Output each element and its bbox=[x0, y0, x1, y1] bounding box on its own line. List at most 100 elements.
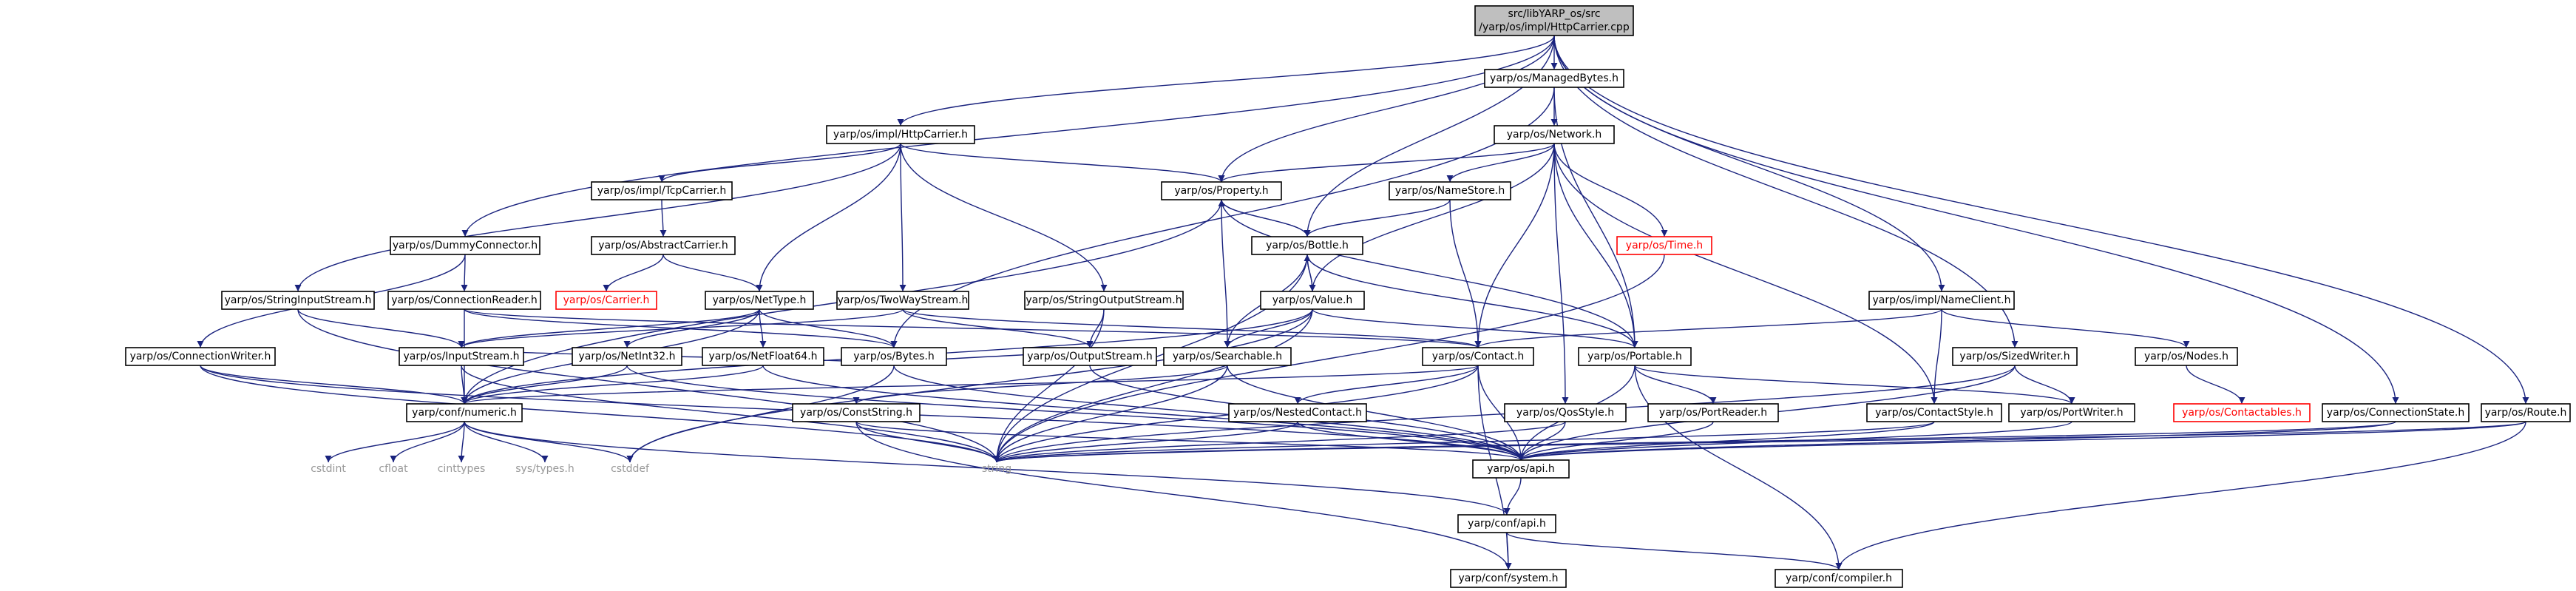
edge-arrow-n_network-to-n_time bbox=[1661, 230, 1668, 237]
edge-arrow-n_nameclient-to-n_nodes bbox=[2183, 341, 2190, 348]
node-property[interactable]: yarp/os/Property.h bbox=[1161, 181, 1282, 200]
edge-n_property-to-n_portable bbox=[1221, 199, 1636, 348]
node-string[interactable]: string bbox=[982, 463, 1011, 475]
node-namestore[interactable]: yarp/os/NameStore.h bbox=[1389, 181, 1511, 200]
edge-n_httpcarrier-to-n_twoway bbox=[900, 143, 904, 292]
node-label: yarp/os/PortReader.h bbox=[1659, 407, 1767, 419]
node-abstractcarrier[interactable]: yarp/os/AbstractCarrier.h bbox=[591, 236, 736, 255]
node-nettype[interactable]: yarp/os/NetType.h bbox=[705, 291, 814, 310]
edge-n_abstractcarrier-to-n_nettype bbox=[662, 254, 760, 292]
edge-n_nettype-to-n_inputstream bbox=[461, 308, 760, 348]
node-label: cfloat bbox=[379, 463, 408, 475]
node-conf-system[interactable]: yarp/conf/system.h bbox=[1450, 569, 1567, 588]
edge-arrow-n_value-to-n_portable bbox=[1631, 341, 1638, 348]
edge-arrow-n_contact-to-n_nestedcontact bbox=[1294, 397, 1301, 404]
node-cstdint[interactable]: cstdint bbox=[311, 463, 346, 475]
node-label: yarp/os/QosStyle.h bbox=[1516, 407, 1614, 419]
node-label: yarp/os/OutputStream.h bbox=[1027, 351, 1152, 362]
edge-n_network-to-n_qosstyle bbox=[1553, 143, 1566, 405]
edge-arrow-n_httpcarrier-to-n_stringinput bbox=[294, 285, 302, 291]
edge-arrow-n_tcpcarrier-to-n_abstractcarrier bbox=[660, 230, 667, 237]
edge-arrow-n_twoway-to-n_inputstream bbox=[458, 341, 465, 348]
node-portwriter[interactable]: yarp/os/PortWriter.h bbox=[2008, 403, 2135, 422]
node-impl-nameclient[interactable]: yarp/os/impl/NameClient.h bbox=[1868, 291, 2015, 310]
node-netint32[interactable]: yarp/os/NetInt32.h bbox=[572, 347, 682, 366]
edge-arrow-n_dummyconn-to-n_connreader bbox=[461, 285, 468, 291]
node-portable[interactable]: yarp/os/Portable.h bbox=[1578, 347, 1692, 366]
node-stringinputstream[interactable]: yarp/os/StringInputStream.h bbox=[221, 291, 375, 310]
node-netfloat64[interactable]: yarp/os/NetFloat64.h bbox=[702, 347, 824, 366]
node-time[interactable]: yarp/os/Time.h bbox=[1616, 236, 1712, 255]
edge-arrow-n_portable-to-n_portreader bbox=[1709, 397, 1717, 404]
node-bytes[interactable]: yarp/os/Bytes.h bbox=[841, 347, 947, 366]
edge-n_confnumeric-to-n_cfloat bbox=[393, 421, 465, 463]
node-label: yarp/os/impl/NameClient.h bbox=[1873, 294, 2011, 306]
node-label: yarp/os/Time.h bbox=[1626, 240, 1703, 251]
node-network[interactable]: yarp/os/Network.h bbox=[1494, 125, 1615, 144]
node-outputstream[interactable]: yarp/os/OutputStream.h bbox=[1023, 347, 1157, 366]
edge-n_property-to-n_searchable bbox=[1221, 199, 1228, 348]
node-label: yarp/os/Contact.h bbox=[1432, 351, 1525, 362]
node-searchable[interactable]: yarp/os/Searchable.h bbox=[1163, 347, 1292, 366]
node-cfloat[interactable]: cfloat bbox=[379, 463, 408, 475]
edge-n_nettype-to-n_netint32 bbox=[626, 308, 760, 348]
node-sizedwriter[interactable]: yarp/os/SizedWriter.h bbox=[1952, 347, 2078, 366]
node-connectionwriter[interactable]: yarp/os/ConnectionWriter.h bbox=[125, 347, 276, 366]
node-os-api[interactable]: yarp/os/api.h bbox=[1472, 459, 1570, 479]
edge-arrow-n_root-to-n_connstate bbox=[2392, 397, 2399, 404]
node-qosstyle[interactable]: yarp/os/QosStyle.h bbox=[1504, 403, 1627, 422]
edge-n_root-to-n_property bbox=[1221, 35, 1555, 183]
node-impl-tcpcarrier[interactable]: yarp/os/impl/TcpCarrier.h bbox=[591, 181, 733, 200]
edge-n_nestedcontact-to-n_osapi bbox=[1297, 421, 1522, 461]
node-bottle[interactable]: yarp/os/Bottle.h bbox=[1251, 236, 1363, 255]
node-conf-api[interactable]: yarp/conf/api.h bbox=[1457, 514, 1556, 533]
edge-n_twoway-to-n_contact bbox=[902, 308, 1479, 348]
edge-n_contact-to-n_nestedcontact bbox=[1297, 365, 1479, 405]
node-nestedcontact[interactable]: yarp/os/NestedContact.h bbox=[1228, 403, 1367, 422]
node-label: yarp/os/Bottle.h bbox=[1266, 240, 1349, 251]
node-label: yarp/os/Carrier.h bbox=[563, 294, 650, 306]
node-root-httpcarrier-cpp[interactable]: src/libYARP_os/src /yarp/os/impl/HttpCar… bbox=[1474, 5, 1634, 36]
edge-n_netfloat64-to-n_osapi bbox=[762, 365, 1522, 461]
node-contactstyle[interactable]: yarp/os/ContactStyle.h bbox=[1866, 403, 2002, 422]
node-contactables[interactable]: yarp/os/Contactables.h bbox=[2173, 403, 2311, 422]
edge-arrow-n_confnumeric-to-n_cstdint bbox=[325, 456, 332, 462]
edge-arrow-n_bottle-to-n_property bbox=[1218, 200, 1225, 206]
edge-n_contact-to-n_osapi bbox=[1477, 365, 1522, 461]
node-label: yarp/os/ContactStyle.h bbox=[1875, 407, 1993, 419]
edge-n_root-to-n_httpcarrier bbox=[900, 35, 1555, 126]
node-carrier[interactable]: yarp/os/Carrier.h bbox=[555, 291, 657, 310]
edge-n_qosstyle-to-n_string bbox=[996, 421, 1566, 463]
node-root-label-line2: /yarp/os/impl/HttpCarrier.cpp bbox=[1479, 21, 1630, 33]
edge-arrow-n_confnumeric-to-n_cstddef bbox=[626, 456, 634, 462]
edge-n_nodes-to-n_contactables bbox=[2186, 365, 2243, 405]
node-conststring[interactable]: yarp/os/ConstString.h bbox=[792, 403, 921, 422]
node-contact[interactable]: yarp/os/Contact.h bbox=[1422, 347, 1534, 366]
node-label: yarp/os/ManagedBytes.h bbox=[1490, 72, 1619, 84]
node-portreader[interactable]: yarp/os/PortReader.h bbox=[1647, 403, 1779, 422]
edge-arrow-n_root-to-n_managed bbox=[1550, 63, 1558, 70]
node-twowaystream[interactable]: yarp/os/TwoWayStream.h bbox=[836, 291, 969, 310]
node-systypes[interactable]: sys/types.h bbox=[515, 463, 574, 475]
node-inputstream[interactable]: yarp/os/InputStream.h bbox=[399, 347, 524, 366]
node-cinttypes[interactable]: cinttypes bbox=[438, 463, 486, 475]
node-managedbytes[interactable]: yarp/os/ManagedBytes.h bbox=[1484, 69, 1624, 88]
node-conf-numeric[interactable]: yarp/conf/numeric.h bbox=[406, 403, 523, 422]
node-label: yarp/os/Value.h bbox=[1272, 294, 1353, 306]
edge-arrow-n_nettype-to-n_netint32 bbox=[623, 341, 631, 348]
node-stringoutputstream[interactable]: yarp/os/StringOutputStream.h bbox=[1024, 291, 1184, 310]
node-conf-compiler[interactable]: yarp/conf/compiler.h bbox=[1775, 569, 1903, 588]
node-value[interactable]: yarp/os/Value.h bbox=[1260, 291, 1365, 310]
edge-n_value-to-n_cstddef bbox=[629, 308, 1313, 463]
node-route[interactable]: yarp/os/Route.h bbox=[2481, 403, 2571, 422]
node-label: yarp/os/impl/TcpCarrier.h bbox=[597, 185, 727, 197]
node-label: yarp/os/TwoWayStream.h bbox=[838, 294, 969, 306]
node-nodes[interactable]: yarp/os/Nodes.h bbox=[2135, 347, 2238, 366]
edge-n_connreader-to-n_contact bbox=[464, 308, 1479, 348]
node-connectionreader[interactable]: yarp/os/ConnectionReader.h bbox=[387, 291, 541, 310]
node-cstddef[interactable]: cstddef bbox=[611, 463, 650, 475]
node-impl-httpcarrier-h[interactable]: yarp/os/impl/HttpCarrier.h bbox=[826, 125, 975, 144]
edge-n_httpcarrier-to-n_stringoutput bbox=[900, 143, 1105, 292]
node-dummyconnector[interactable]: yarp/os/DummyConnector.h bbox=[390, 236, 540, 255]
node-connectionstate[interactable]: yarp/os/ConnectionState.h bbox=[2322, 403, 2470, 422]
